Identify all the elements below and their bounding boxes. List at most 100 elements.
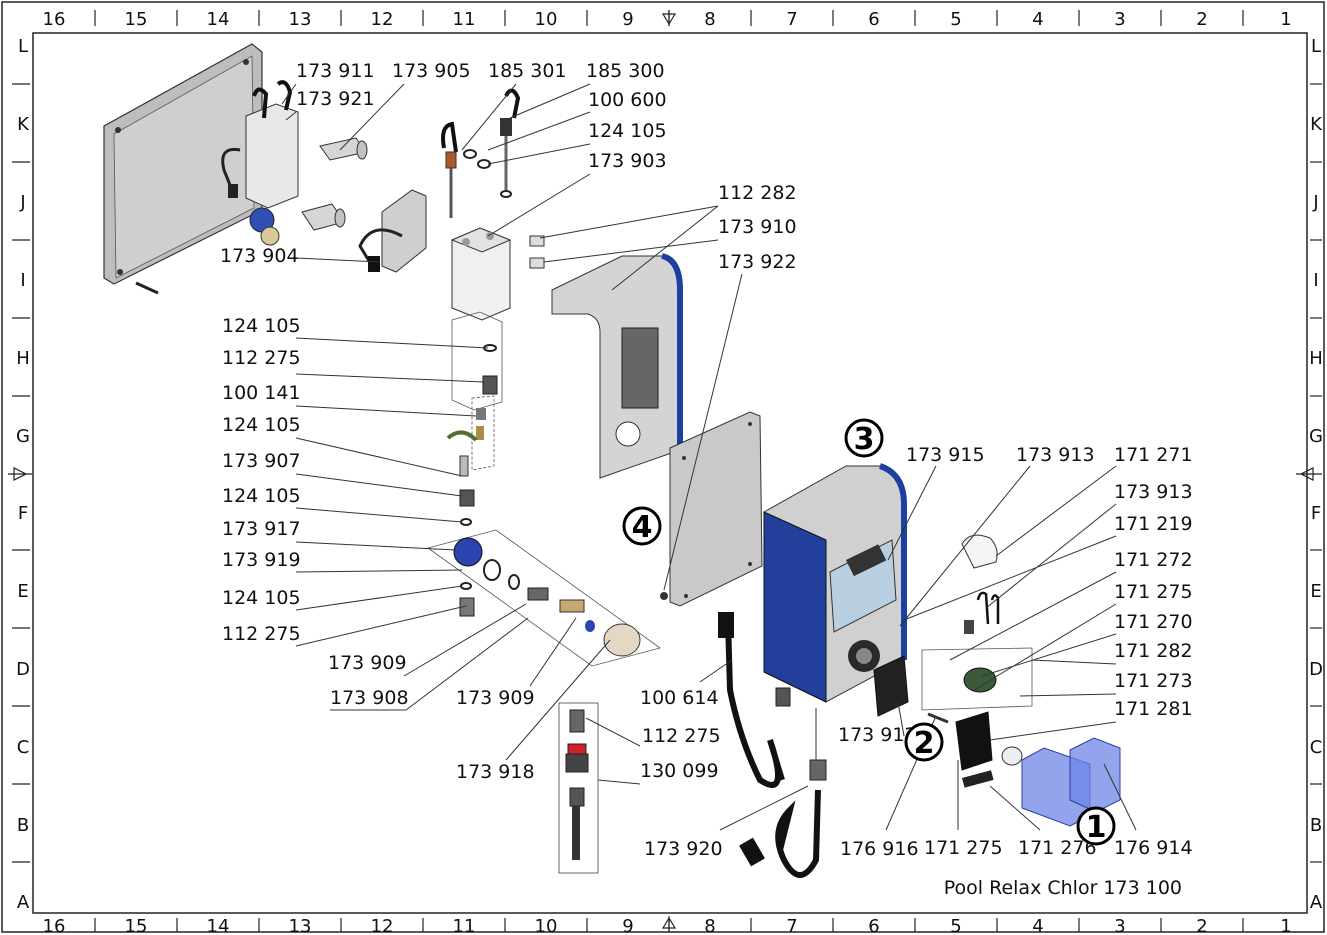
injector-group xyxy=(558,702,599,874)
part-label: 100 614 xyxy=(640,687,719,709)
row-labels-left: L K J I H G F E D C B A xyxy=(16,36,30,913)
part-label: 173 910 xyxy=(718,216,797,238)
part-label: 171 281 xyxy=(1114,698,1193,720)
part-label: 176 916 xyxy=(840,838,919,860)
part-label: 100 600 xyxy=(588,89,667,111)
col-label: 16 xyxy=(43,9,66,30)
row-label: L xyxy=(1311,36,1321,57)
row-labels-right: L K J I H G F E D C B A xyxy=(1309,36,1323,913)
section-number: 1 xyxy=(1086,810,1107,845)
part-label: 173 903 xyxy=(588,150,667,172)
electrodes xyxy=(441,88,521,218)
part-label: 112 275 xyxy=(222,623,301,645)
column-labels-top: 16 15 14 13 12 11 10 9 8 7 6 5 4 3 2 1 xyxy=(43,9,1292,30)
part-label: 173 913 xyxy=(1114,481,1193,503)
cell-block-main xyxy=(450,227,545,321)
col-label: 1 xyxy=(1280,9,1291,30)
section-number: 3 xyxy=(854,422,875,457)
part-label: 124 105 xyxy=(222,587,301,609)
row-label: B xyxy=(1310,815,1322,836)
col-label: 9 xyxy=(622,916,633,935)
part-label: 173 915 xyxy=(906,444,985,466)
part-label: 173 921 xyxy=(296,88,375,110)
center-mark-top-icon xyxy=(661,10,677,26)
part-label: 171 273 xyxy=(1114,670,1193,692)
row-label: H xyxy=(1309,348,1323,369)
part-label: 171 272 xyxy=(1114,549,1193,571)
part-label: 171 275 xyxy=(1114,581,1193,603)
part-label: 124 105 xyxy=(222,414,301,436)
col-label: 14 xyxy=(207,9,230,30)
section-marker-4: 4 xyxy=(622,506,662,546)
col-label: 7 xyxy=(786,916,797,935)
sensor-plate xyxy=(358,189,427,273)
col-label: 12 xyxy=(371,9,394,30)
row-label: E xyxy=(1310,581,1321,602)
col-label: 16 xyxy=(43,916,66,935)
drawing-title: Pool Relax Chlor 173 100 xyxy=(944,877,1182,899)
row-label: I xyxy=(1313,270,1318,291)
part-label: 171 276 xyxy=(1018,837,1097,859)
part-label: 124 105 xyxy=(222,485,301,507)
row-label: J xyxy=(19,192,25,213)
col-label: 9 xyxy=(622,9,633,30)
row-label: A xyxy=(17,892,30,913)
part-label: 173 904 xyxy=(220,245,299,267)
pump-parts xyxy=(873,534,1033,788)
power-cables xyxy=(718,612,821,878)
row-label: K xyxy=(17,114,30,135)
flow-group xyxy=(427,529,661,667)
row-label: B xyxy=(17,815,29,836)
part-label: 171 270 xyxy=(1114,611,1193,633)
part-label: 112 275 xyxy=(642,725,721,747)
column-labels-bottom: 16 15 14 13 12 11 10 9 8 7 6 5 4 3 2 1 xyxy=(43,916,1292,935)
col-label: 12 xyxy=(371,916,394,935)
parts-illustration xyxy=(103,43,1121,878)
part-label: 173 918 xyxy=(456,761,535,783)
col-label: 13 xyxy=(289,9,312,30)
part-label: 185 301 xyxy=(488,60,567,82)
part-label: 173 922 xyxy=(718,251,797,273)
row-label: G xyxy=(16,426,30,447)
part-label: 124 105 xyxy=(222,315,301,337)
col-label: 2 xyxy=(1196,916,1207,935)
col-label: 11 xyxy=(453,916,476,935)
col-label: 15 xyxy=(125,916,148,935)
section-number: 2 xyxy=(914,726,935,761)
col-label: 3 xyxy=(1114,916,1125,935)
part-label: 130 099 xyxy=(640,760,719,782)
col-label: 6 xyxy=(868,9,879,30)
part-label: 173 919 xyxy=(222,549,301,571)
col-label: 15 xyxy=(125,9,148,30)
part-label: 124 105 xyxy=(588,120,667,142)
part-label: 173 911 xyxy=(296,60,375,82)
col-label: 3 xyxy=(1114,9,1125,30)
main-housing xyxy=(763,463,907,781)
section-marker-2: 2 xyxy=(904,722,944,762)
center-mark-bottom-icon xyxy=(661,916,677,932)
part-label: 185 300 xyxy=(586,60,665,82)
part-label: 173 913 xyxy=(1016,444,1095,466)
part-label: 171 275 xyxy=(924,837,1003,859)
part-label: 173 908 xyxy=(330,687,409,709)
part-label: 112 275 xyxy=(222,347,301,369)
row-label: F xyxy=(1311,503,1321,524)
row-label: D xyxy=(16,659,30,680)
col-label: 7 xyxy=(786,9,797,30)
part-label: 173 907 xyxy=(222,450,301,472)
fitting-group xyxy=(446,311,503,526)
row-label: L xyxy=(18,36,28,57)
part-label: 112 282 xyxy=(718,182,797,204)
back-plate xyxy=(103,43,263,295)
part-label: 176 914 xyxy=(1114,837,1193,859)
col-label: 10 xyxy=(535,916,558,935)
col-label: 5 xyxy=(950,916,961,935)
part-label: 173 920 xyxy=(644,838,723,860)
part-label: 171 282 xyxy=(1114,640,1193,662)
callout-labels: 173 911 173 921 173 905 185 301 185 300 … xyxy=(220,60,1193,860)
part-label: 171 271 xyxy=(1114,444,1193,466)
leader-lines xyxy=(281,83,1137,831)
front-cover xyxy=(551,253,683,479)
center-mark-left-icon xyxy=(8,467,32,481)
